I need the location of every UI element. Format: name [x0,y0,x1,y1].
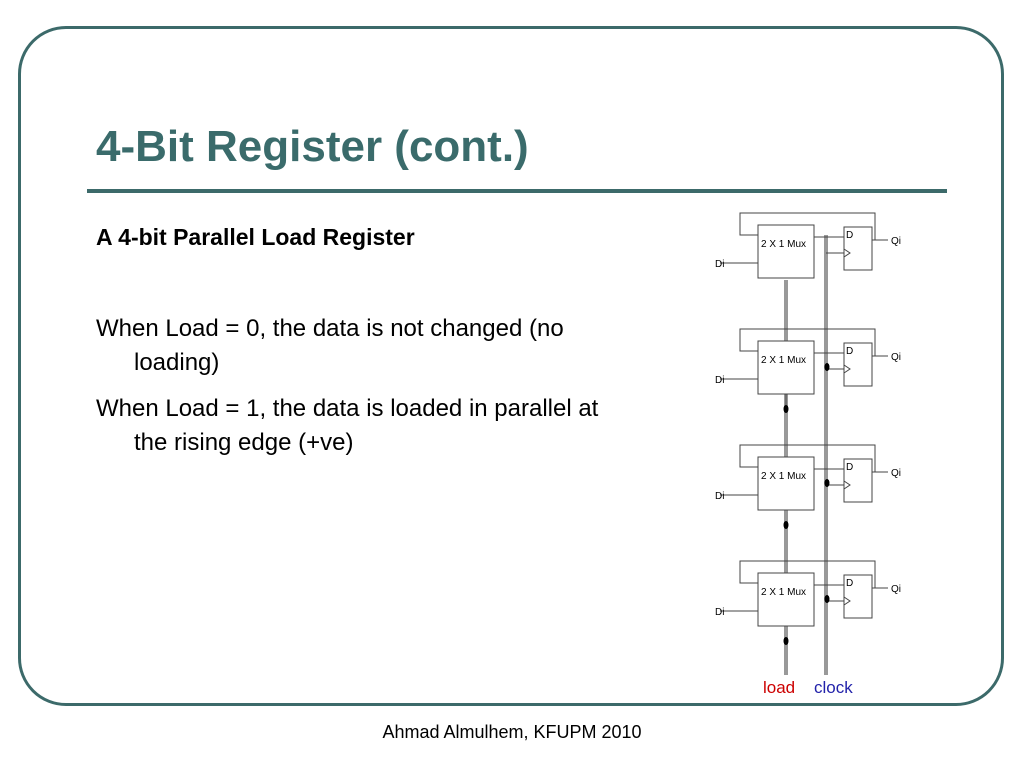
flip-flop-box [843,342,873,387]
load-junction-dot [783,637,789,645]
mux-box [757,456,815,511]
clock-junction-dot [824,595,830,603]
title-underline [87,189,947,193]
output-label: Qi [891,352,901,363]
flip-flop-box [843,458,873,503]
input-label: Di [715,259,724,270]
register-stage-2: 2 X 1 Mux D Qi Di [715,328,901,413]
clock-junction-dot [824,479,830,487]
clock-junction-dot [824,363,830,371]
mux-box [757,572,815,627]
flip-flop-d-label: D [846,230,853,241]
output-label: Qi [891,468,901,479]
mux-label: 2 X 1 Mux [761,239,806,250]
register-stage-1: 2 X 1 Mux D Qi Di [715,212,901,279]
flip-flop-d-label: D [846,578,853,589]
input-label: Di [715,607,724,618]
mux-box [757,224,815,279]
flip-flop-box [843,226,873,271]
slide-footer: Ahmad Almulhem, KFUPM 2010 [382,722,642,742]
flip-flop-box [843,574,873,619]
flip-flop-d-label: D [846,346,853,357]
register-stage-3: 2 X 1 Mux D Qi Di [715,444,901,529]
output-label: Qi [891,236,901,247]
mux-box [757,340,815,395]
mux-label: 2 X 1 Mux [761,471,806,482]
register-stage-4: 2 X 1 Mux D Qi Di [715,560,901,645]
slide-frame [18,26,1004,706]
mux-label: 2 X 1 Mux [761,355,806,366]
register-circuit-diagram: 2 X 1 Mux D Qi Di 2 X 1 Mux D Qi Di 2 X … [715,212,901,697]
input-label: Di [715,491,724,502]
load-junction-dot [783,521,789,529]
load-label: load [763,678,795,697]
bullet-load-0: When Load = 0, the data is not changed (… [96,315,564,376]
slide-subtitle: A 4-bit Parallel Load Register [96,224,415,250]
slide-title: 4-Bit Register (cont.) [96,122,529,171]
bullet-load-1: When Load = 1, the data is loaded in par… [96,395,599,456]
load-junction-dot [783,405,789,413]
clock-label: clock [814,678,853,697]
output-label: Qi [891,584,901,595]
flip-flop-d-label: D [846,462,853,473]
mux-label: 2 X 1 Mux [761,587,806,598]
input-label: Di [715,375,724,386]
